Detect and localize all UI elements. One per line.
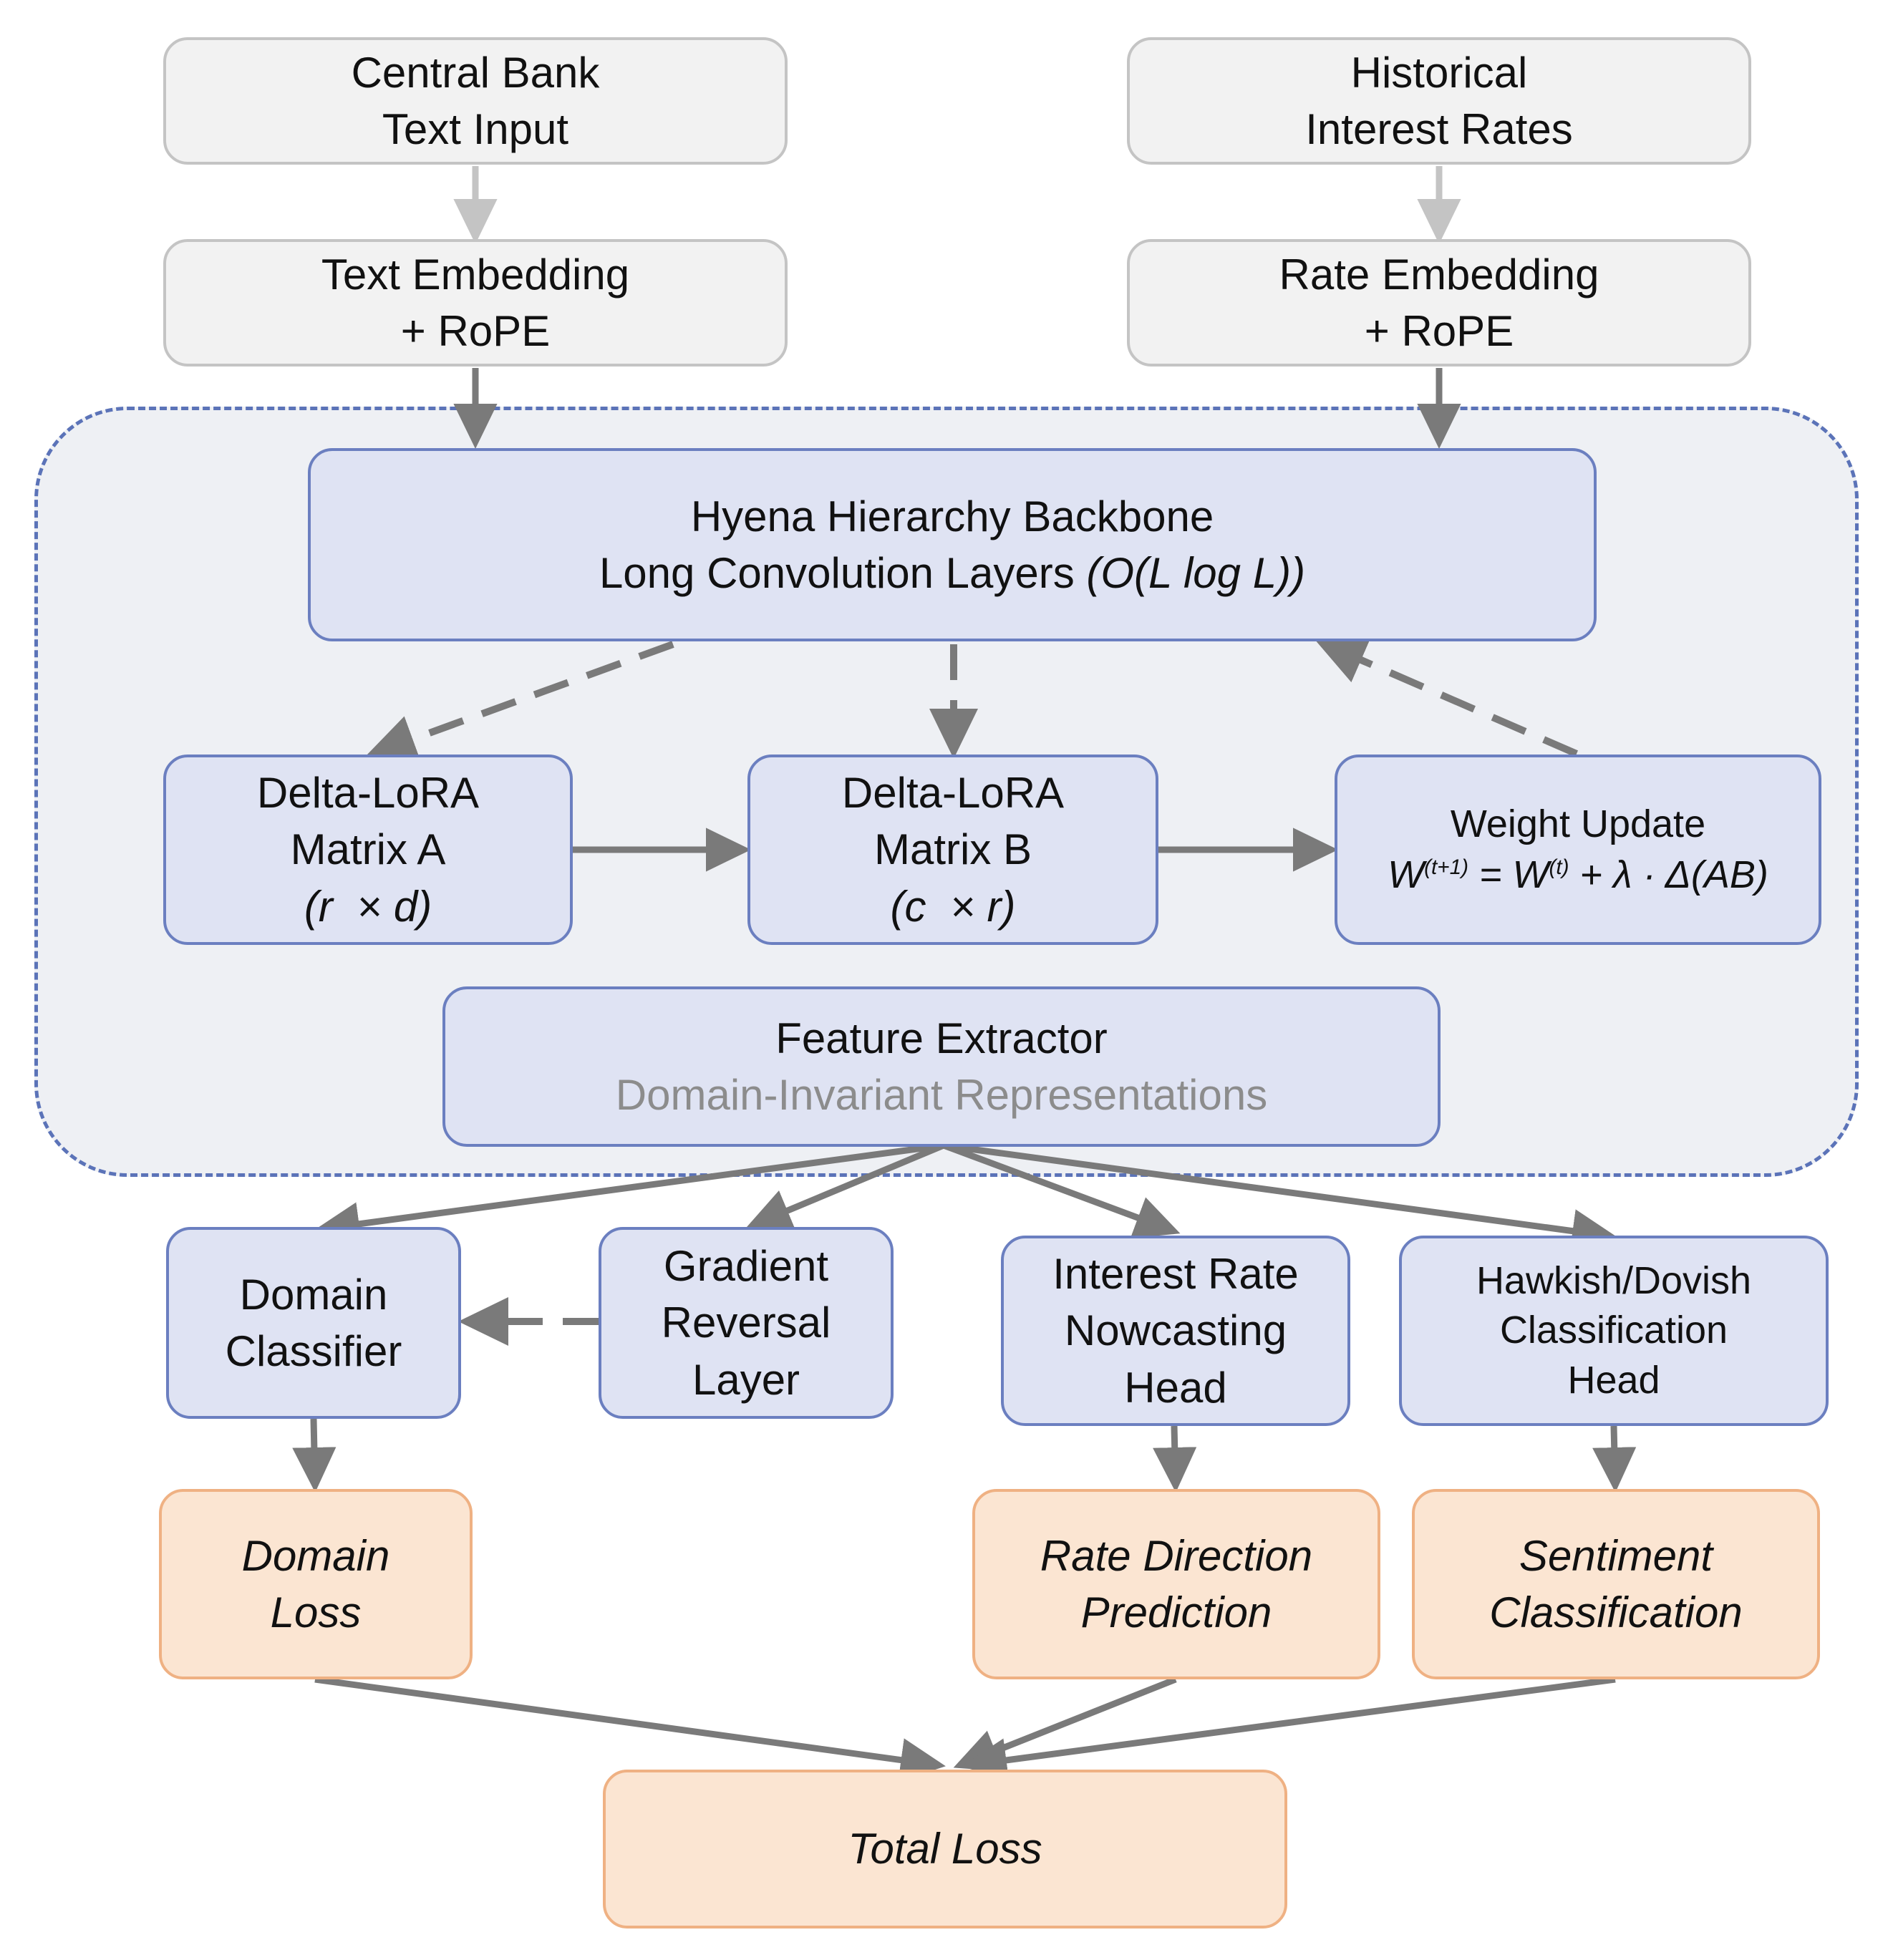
formula-superscript: (t) — [1549, 855, 1569, 879]
formula-part: W — [1388, 853, 1425, 896]
edge-hyena-to-matrix-a — [365, 641, 674, 762]
node-label-line: Gradient — [663, 1242, 829, 1291]
edge-domain-classifier-to-domain-loss — [292, 1418, 337, 1493]
edge-feature-to-nowcasting — [942, 1142, 1181, 1238]
gradient-reversal-layer-node: Gradient Reversal Layer — [599, 1227, 894, 1419]
text-embedding-node: Text Embedding + RoPE — [163, 239, 788, 367]
node-label-line: Classification — [1489, 1588, 1743, 1636]
edge-weight-update-to-hyena — [1315, 637, 1578, 757]
domain-loss-node: Domain Loss — [159, 1489, 473, 1679]
central-bank-text-input-node: Central Bank Text Input — [163, 37, 788, 165]
rate-direction-prediction-node: Rate Direction Prediction — [972, 1489, 1380, 1679]
node-label-line: Rate Direction — [1040, 1531, 1313, 1580]
rate-embedding-node: Rate Embedding + RoPE — [1127, 239, 1751, 367]
node-label-line: Layer — [692, 1355, 800, 1404]
node-label-line: Hyena Hierarchy Backbone — [690, 492, 1214, 540]
weight-update-formula: W(t+1) = W(t) + λ · Δ(AB) — [1388, 850, 1768, 901]
node-label-line: Loss — [270, 1588, 362, 1636]
node-label-line: Feature Extractor — [775, 1014, 1108, 1062]
complexity-formula: (O(L log L)) — [1086, 549, 1306, 597]
node-label-line: Matrix A — [290, 825, 446, 874]
weight-update-node: Weight Update W(t+1) = W(t) + λ · Δ(AB) — [1335, 755, 1821, 945]
formula-part: W — [1512, 853, 1549, 896]
node-label-line: + RoPE — [1364, 307, 1514, 355]
node-subtitle: Domain-Invariant Representations — [615, 1071, 1268, 1119]
node-label-line: + RoPE — [400, 307, 551, 355]
node-label-line: Central Bank — [351, 48, 600, 97]
node-label-line: Delta-LoRA — [256, 769, 480, 818]
edge-feature-to-domain-classifier — [314, 1142, 944, 1246]
interest-rate-nowcasting-head-node: Interest Rate Nowcasting Head — [1001, 1236, 1350, 1426]
node-label-line: Weight Update — [1450, 802, 1706, 845]
node-label-line: Domain — [241, 1531, 390, 1580]
node-label-line: Head — [1567, 1358, 1660, 1402]
node-label-line: Historical — [1350, 48, 1528, 97]
node-label-line: Interest Rates — [1305, 105, 1573, 153]
node-label-line: Classifier — [225, 1327, 402, 1375]
node-label-line: Prediction — [1080, 1588, 1272, 1636]
node-label-line: Interest Rate — [1052, 1250, 1299, 1299]
hyena-backbone-node: Hyena Hierarchy Backbone Long Convolutio… — [308, 448, 1597, 641]
node-label-line: Head — [1124, 1363, 1227, 1412]
hawkish-dovish-classification-head-node: Hawkish/Dovish Classification Head — [1399, 1236, 1829, 1426]
delta-lora-matrix-b-node: Delta-LoRA Matrix B (c × r) — [747, 755, 1158, 945]
node-label-line: Delta-LoRA — [841, 769, 1065, 818]
node-label-line: Hawkish/Dovish — [1476, 1259, 1752, 1303]
delta-lora-matrix-a-node: Delta-LoRA Matrix A (r × d) — [163, 755, 573, 945]
node-label-line: Total Loss — [848, 1825, 1042, 1873]
node-label-line: Long Convolution Layers (O(L log L)) — [599, 545, 1305, 601]
node-label-line: Classification — [1499, 1309, 1728, 1352]
node-label-line: Text Embedding — [321, 250, 630, 299]
formula-part: + λ · Δ(AB) — [1569, 853, 1768, 896]
matrix-dimensions: (c × r) — [890, 882, 1016, 931]
edge-feature-to-gradient-reversal — [745, 1142, 945, 1231]
node-label-line: Matrix B — [873, 825, 1032, 874]
edge-hawkish-to-sentiment — [1592, 1425, 1637, 1493]
node-label-line: Domain — [239, 1270, 388, 1319]
node-label-line: Rate Embedding — [1279, 250, 1599, 299]
node-label-line: Reversal — [661, 1299, 831, 1347]
total-loss-node: Total Loss — [603, 1770, 1287, 1929]
node-label-line: Sentiment — [1519, 1531, 1713, 1580]
edge-sentiment-to-total — [962, 1676, 1616, 1782]
feature-extractor-node: Feature Extractor Domain-Invariant Repre… — [442, 986, 1441, 1147]
domain-classifier-node: Domain Classifier — [166, 1227, 461, 1419]
matrix-dimensions: (r × d) — [304, 882, 432, 931]
historical-interest-rates-node: Historical Interest Rates — [1127, 37, 1751, 165]
sentiment-classification-node: Sentiment Classification — [1412, 1489, 1820, 1679]
formula-superscript: (t+1) — [1424, 855, 1468, 879]
node-label-line: Text Input — [382, 105, 569, 153]
formula-part: = — [1468, 853, 1513, 896]
node-label-line: Nowcasting — [1064, 1306, 1287, 1355]
edge-nowcasting-to-rate-direction — [1153, 1425, 1197, 1493]
node-label-text: Long Convolution Layers — [599, 549, 1087, 597]
edge-feature-to-hawkish — [943, 1142, 1617, 1253]
edge-domain-loss-to-total — [314, 1676, 946, 1782]
